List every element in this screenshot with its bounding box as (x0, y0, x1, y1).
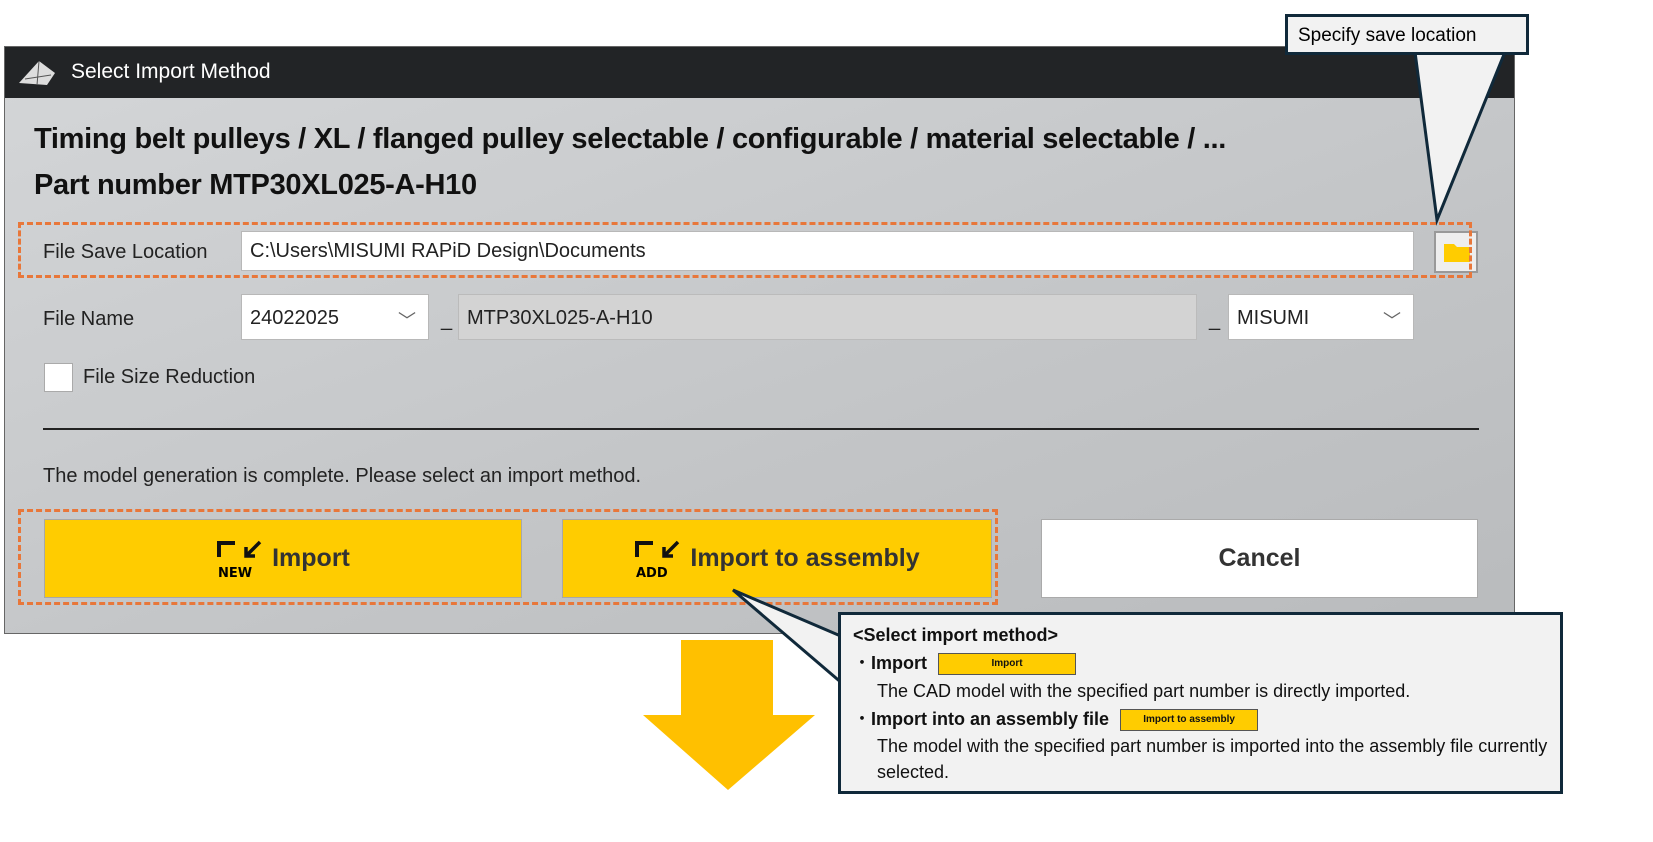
divider (43, 428, 1479, 430)
item1-desc: The CAD model with the specified part nu… (877, 681, 1411, 701)
separator: _ (441, 309, 453, 331)
down-arrow-icon (643, 640, 815, 790)
select-import-method-dialog: Select Import Method File Save Location … (4, 46, 1515, 634)
file-size-reduction-label: File Size Reduction (83, 366, 256, 388)
item2-title: Import into an assembly file (871, 709, 1110, 729)
cancel-button[interactable]: Cancel (1041, 519, 1478, 598)
import-buttons-highlight (18, 509, 998, 605)
save-location-label: File Save Location (43, 241, 208, 263)
status-message: The model generation is complete. Please… (43, 465, 642, 487)
save-callout-pointer (1413, 50, 1508, 226)
assembly-button-thumbnail: Import to assembly (1120, 709, 1259, 732)
separator: _ (1209, 309, 1221, 331)
file-name-label: File Name (43, 308, 135, 330)
chevron-down-icon: ﹀ (1383, 311, 1401, 331)
product-title: Timing belt pulleys / XL / flanged pulle… (34, 123, 1227, 155)
item2-desc: The model with the specified part number… (877, 736, 1548, 782)
save-location-input[interactable]: C:\Users\MISUMI RAPiD Design\Documents (241, 231, 1414, 271)
import-add-icon: ADD (635, 540, 680, 579)
title-bar: Select Import Method (5, 47, 1514, 98)
file-name-date-combo[interactable]: 24022025 ﹀ (241, 294, 429, 340)
part-number-title: Part number MTP30XL025-A-H10 (34, 169, 477, 201)
import-to-assembly-label: Import to assembly (690, 544, 920, 572)
app-logo-icon (19, 60, 55, 86)
file-size-reduction-checkbox[interactable] (44, 363, 73, 392)
window-title: Select Import Method (71, 60, 271, 83)
svg-text:ADD: ADD (636, 566, 668, 579)
file-name-suffix-combo[interactable]: MISUMI ﹀ (1228, 294, 1414, 340)
folder-icon (1444, 244, 1470, 262)
bullet: ・ (853, 709, 871, 729)
part-number-field: MTP30XL025-A-H10 (458, 294, 1197, 340)
date-value: 24022025 (250, 307, 339, 329)
save-location-callout: Specify save location (1285, 14, 1529, 55)
import-label: Import (272, 544, 350, 572)
import-button-thumbnail: Import (938, 653, 1077, 676)
import-button[interactable]: NEW Import (44, 519, 522, 598)
callout-title: <Select import method> (853, 625, 1059, 645)
import-method-callout: <Select import method> ・Import Import Th… (838, 612, 1563, 794)
import-new-icon: NEW (217, 540, 262, 579)
chevron-down-icon: ﹀ (398, 311, 416, 331)
svg-text:NEW: NEW (218, 566, 252, 579)
item1-title: Import (871, 653, 927, 673)
save-location-highlight (18, 222, 1472, 278)
bullet: ・ (853, 653, 871, 673)
import-to-assembly-button[interactable]: ADD Import to assembly (562, 519, 992, 598)
suffix-value: MISUMI (1237, 307, 1310, 329)
